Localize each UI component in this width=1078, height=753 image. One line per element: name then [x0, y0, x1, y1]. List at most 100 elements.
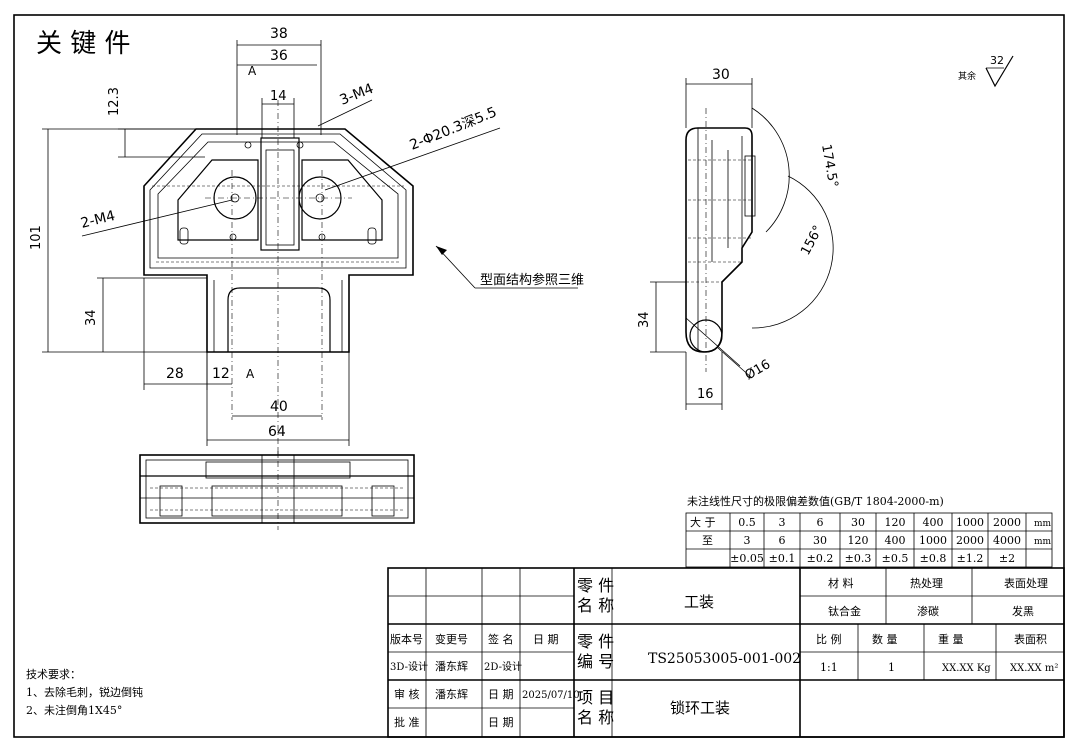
tolerance-cell: ±0.3	[845, 552, 872, 565]
tb-part-no: TS25053005-001-002	[648, 651, 801, 667]
tb-date-label: 日 期	[488, 688, 514, 701]
tb-project-name: 锁环工装	[670, 699, 730, 717]
roughness-symbol: 其余 32	[958, 54, 1014, 88]
tb-reviewer: 潘东辉	[435, 688, 468, 701]
side-dim-30: 30	[712, 67, 730, 83]
dim-64: 64	[268, 424, 286, 440]
tb-review-date: 2025/07/10	[522, 690, 580, 701]
tolerance-cell: 120	[848, 534, 869, 547]
dim-36: 36	[270, 48, 288, 64]
tolerance-cell: 6	[817, 516, 824, 529]
front-view-dimensions: 38 36 A 14 12.3 101 34 28 12 A 40	[29, 26, 584, 446]
title-block: 版本号 变更号 签 名 日 期 3D-设计 潘东辉 2D-设计 审 核 潘东辉 …	[387, 567, 1065, 738]
tolerance-table: 未注线性尺寸的极限偏差数值(GB/T 1804-2000-m) 大 于 至 mm…	[685, 494, 1053, 568]
tb-review: 审 核	[394, 687, 420, 701]
dim-101: 101	[29, 225, 44, 250]
tolerance-cell: ±2	[999, 552, 1015, 565]
callout-note: 型面结构参照三维	[480, 272, 584, 288]
tb-designer-3d: 潘东辉	[435, 660, 468, 673]
tolerance-cell: 1000	[956, 516, 984, 529]
tolerance-cell: 2000	[956, 534, 984, 547]
side-angle-156: 156°	[798, 223, 826, 258]
roughness-label: 其余	[958, 70, 976, 82]
tech-item: 1、去除毛刺，锐边倒钝	[26, 685, 143, 699]
tolerance-cell: 1000	[919, 534, 947, 547]
tolerance-cell: ±0.1	[769, 552, 796, 565]
tolerance-cell: 4000	[993, 534, 1021, 547]
tol-unit-over: mm	[1034, 519, 1052, 529]
tb-part-no-label: 零 件编 号	[577, 632, 614, 671]
tolerance-cell: 400	[885, 534, 906, 547]
header-title: 关 键 件	[36, 29, 131, 59]
tb-part-name-label: 零 件名 称	[577, 576, 614, 615]
tolerance-cell: 3	[744, 534, 751, 547]
tolerance-cell: 0.5	[738, 516, 756, 529]
dim-12: 12	[212, 366, 230, 382]
tb-approve: 批 准	[394, 715, 420, 729]
section-a-top: A	[248, 64, 257, 78]
tol-row-over-label: 大 于	[690, 515, 716, 529]
dim-12-3: 12.3	[107, 87, 122, 116]
side-dim-16: 16	[697, 387, 714, 402]
front-view	[143, 100, 414, 460]
tech-title: 技术要求：	[26, 668, 81, 681]
tolerance-cell: ±0.8	[920, 552, 947, 565]
dim-14: 14	[270, 89, 287, 104]
side-dim-dia16: Ø16	[743, 357, 774, 383]
tb-part-name: 工装	[684, 593, 714, 611]
tb-surface-label: 表面处理	[1004, 576, 1048, 590]
roughness-value: 32	[990, 54, 1004, 67]
dim-34-front: 34	[84, 309, 99, 326]
tolerance-cell: 400	[923, 516, 944, 529]
tolerance-cell: ±0.5	[882, 552, 909, 565]
tb-date-label-2: 日 期	[488, 716, 514, 729]
tolerance-cell: 30	[813, 534, 827, 547]
dim-40: 40	[270, 399, 288, 415]
tolerance-cell: ±1.2	[957, 552, 984, 565]
tolerance-cell: ±0.05	[730, 552, 764, 565]
tb-scale: 1:1	[820, 661, 838, 674]
dim-28: 28	[166, 366, 184, 382]
tolerance-cell: 2000	[993, 516, 1021, 529]
tb-material-label: 材 料	[828, 576, 854, 590]
tb-qty-label: 数 量	[872, 633, 898, 646]
tb-heat-label: 热处理	[910, 577, 943, 590]
tb-weight: XX.XX Kg	[942, 663, 991, 674]
tb-version-no: 版本号	[390, 632, 423, 646]
side-view	[685, 108, 756, 372]
tolerance-cell: 6	[779, 534, 786, 547]
tb-heat: 渗碳	[917, 604, 939, 618]
tol-row-to-label: 至	[702, 534, 713, 547]
tb-surface: 发黑	[1012, 604, 1034, 618]
tb-date: 日 期	[533, 633, 559, 646]
tolerance-cell: 120	[885, 516, 906, 529]
tolerance-cell: ±0.2	[807, 552, 834, 565]
dim-38: 38	[270, 26, 288, 42]
side-view-dimensions: 30 34 16 Ø16 174.5° 156°	[637, 67, 840, 410]
tb-weight-label: 重 量	[938, 632, 964, 646]
tech-item: 2、未注倒角1X45°	[26, 703, 122, 717]
side-dim-34: 34	[637, 311, 652, 328]
tolerance-cell: 3	[779, 516, 786, 529]
tb-design-3d: 3D-设计	[390, 660, 428, 673]
tb-signature: 签 名	[488, 632, 514, 646]
tb-project-label: 项 目名 称	[577, 688, 614, 727]
callout-bore: 2-Φ20.3深5.5	[408, 104, 500, 153]
side-angle-174: 174.5°	[818, 143, 840, 189]
tol-unit-to: mm	[1034, 537, 1052, 547]
section-a-bottom: A	[246, 367, 255, 381]
tb-area: XX.XX m²	[1010, 663, 1058, 674]
callout-2-m4: 2-M4	[79, 208, 117, 232]
tb-material: 钛合金	[828, 604, 861, 618]
tb-design-2d: 2D-设计	[484, 660, 522, 673]
tolerance-caption: 未注线性尺寸的极限偏差数值(GB/T 1804-2000-m)	[687, 494, 944, 508]
bottom-view	[139, 448, 415, 530]
tb-change-no: 变更号	[435, 632, 468, 646]
tolerance-cell: 30	[851, 516, 865, 529]
tb-area-label: 表面积	[1014, 632, 1047, 646]
tech-requirements: 技术要求： 1、去除毛刺，锐边倒钝 2、未注倒角1X45°	[26, 668, 143, 717]
tb-qty: 1	[888, 661, 895, 674]
tb-scale-label: 比 例	[816, 632, 842, 646]
callout-3-m4: 3-M4	[338, 81, 376, 109]
